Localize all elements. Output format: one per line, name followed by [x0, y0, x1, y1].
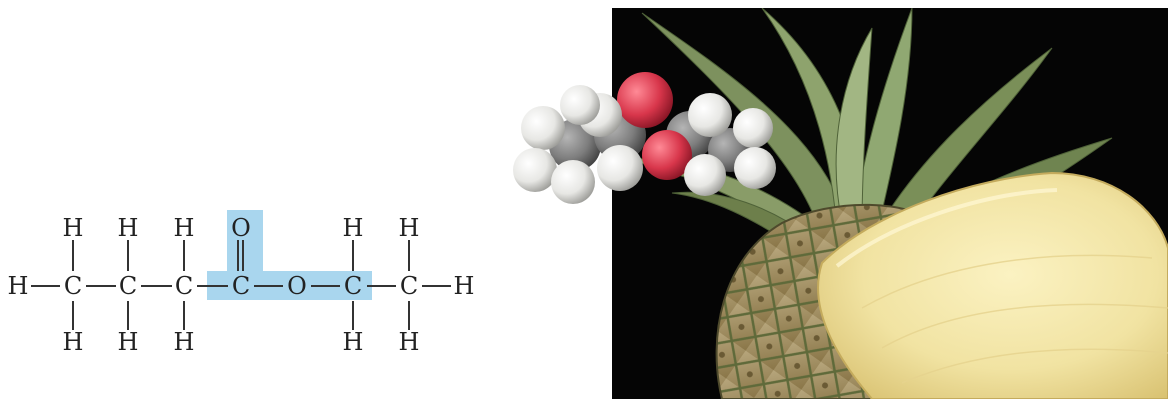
atom-h-top-2: H: [118, 214, 139, 242]
atom-h-bottom-1: H: [63, 328, 84, 356]
highlight-ester-chain: [207, 271, 372, 300]
atom-h-right: H: [454, 272, 475, 300]
bottom-atoms: H H H H H: [63, 328, 420, 356]
atom-h-top-6: H: [399, 214, 420, 242]
atom-h-bottom-6: H: [399, 328, 420, 356]
space-filling-model: [505, 60, 785, 210]
atom-c6: C: [400, 272, 418, 300]
model-oxygen-atoms: [617, 72, 692, 180]
atom-c1: C: [64, 272, 82, 300]
pineapple-illustration: [621, 8, 1168, 399]
pineapple-photo: [612, 8, 1168, 399]
atom-h-bottom-2: H: [118, 328, 139, 356]
atom-h-bottom-3: H: [174, 328, 195, 356]
atom-h-bottom-5: H: [343, 328, 364, 356]
atom-h-top-1: H: [63, 214, 84, 242]
molecule-model-svg: [513, 72, 776, 204]
atom-c4-carbonyl: C: [232, 272, 250, 300]
atom-o-ester: O: [287, 272, 307, 300]
atom-o-carbonyl: O: [231, 214, 251, 242]
top-atoms: H H H O H H: [63, 214, 420, 242]
atom-c5: C: [344, 272, 362, 300]
main-chain-atoms: H C C C C O C C H: [8, 272, 475, 300]
atom-c2: C: [119, 272, 137, 300]
atom-h-top-5: H: [343, 214, 364, 242]
vertical-bonds: [72, 240, 410, 330]
atom-c3: C: [175, 272, 193, 300]
formula-svg: H C C C C O C C H H H H O H H H H H H H: [8, 210, 475, 356]
structural-formula: H C C C C O C C H H H H O H H H H H H H: [7, 210, 475, 356]
pineapple-slice: [817, 171, 1168, 399]
model-hydrogen-atoms: [513, 85, 776, 204]
atom-h-left: H: [8, 272, 29, 300]
atom-h-top-3: H: [174, 214, 195, 242]
